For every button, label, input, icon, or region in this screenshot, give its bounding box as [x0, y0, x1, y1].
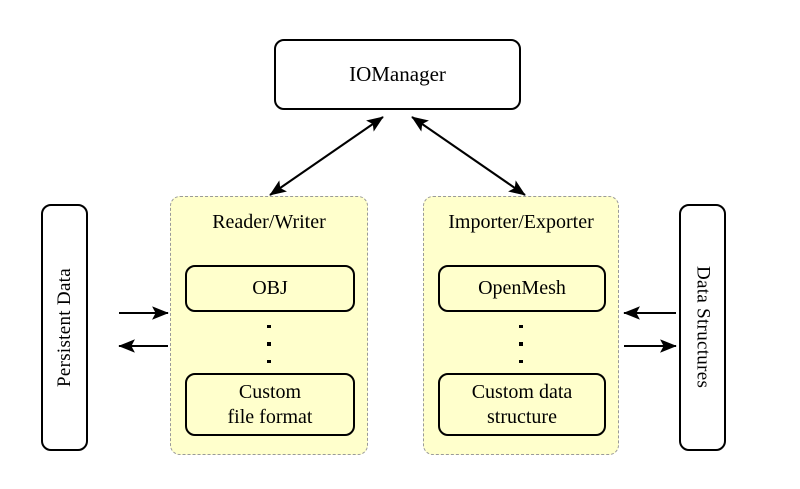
arrow-iomanager-importer-exporter — [411, 116, 526, 196]
data-structures-label: Data Structures — [692, 266, 714, 389]
reader-writer-panel-title: Reader/Writer — [212, 211, 326, 233]
iomanager-label: IOManager — [349, 62, 446, 86]
importer-exporter-panel[interactable]: Importer/Exporter OpenMesh Custom data s… — [423, 196, 619, 455]
importer-exporter-item-openmesh[interactable]: OpenMesh — [438, 265, 606, 312]
reader-writer-item-obj[interactable]: OBJ — [185, 265, 355, 312]
iomanager-node[interactable]: IOManager — [274, 39, 521, 110]
importer-exporter-item-custom-data-structure-label: Custom data structure — [472, 380, 573, 429]
importer-exporter-panel-title: Importer/Exporter — [448, 211, 594, 233]
reader-writer-item-custom-file-format-label: Custom file format — [228, 380, 313, 429]
importer-exporter-ellipsis-icon — [424, 325, 618, 363]
reader-writer-ellipsis-icon — [171, 325, 367, 363]
arrow-iomanager-reader-writer — [269, 116, 384, 196]
custom-file-format-line2: file format — [227, 405, 313, 428]
custom-data-structure-line1: Custom data — [471, 381, 573, 404]
reader-writer-panel[interactable]: Reader/Writer OBJ Custom file format — [170, 196, 368, 455]
reader-writer-item-custom-file-format[interactable]: Custom file format — [185, 373, 355, 436]
custom-file-format-line1: Custom — [238, 381, 302, 404]
importer-exporter-item-custom-data-structure[interactable]: Custom data structure — [438, 373, 606, 436]
persistent-data-node[interactable]: Persistent Data — [41, 204, 88, 451]
reader-writer-item-obj-label: OBJ — [252, 277, 288, 300]
persistent-data-label: Persistent Data — [53, 267, 75, 387]
importer-exporter-item-openmesh-label: OpenMesh — [478, 277, 566, 300]
data-structures-node[interactable]: Data Structures — [679, 204, 726, 451]
custom-data-structure-line2: structure — [487, 405, 557, 428]
